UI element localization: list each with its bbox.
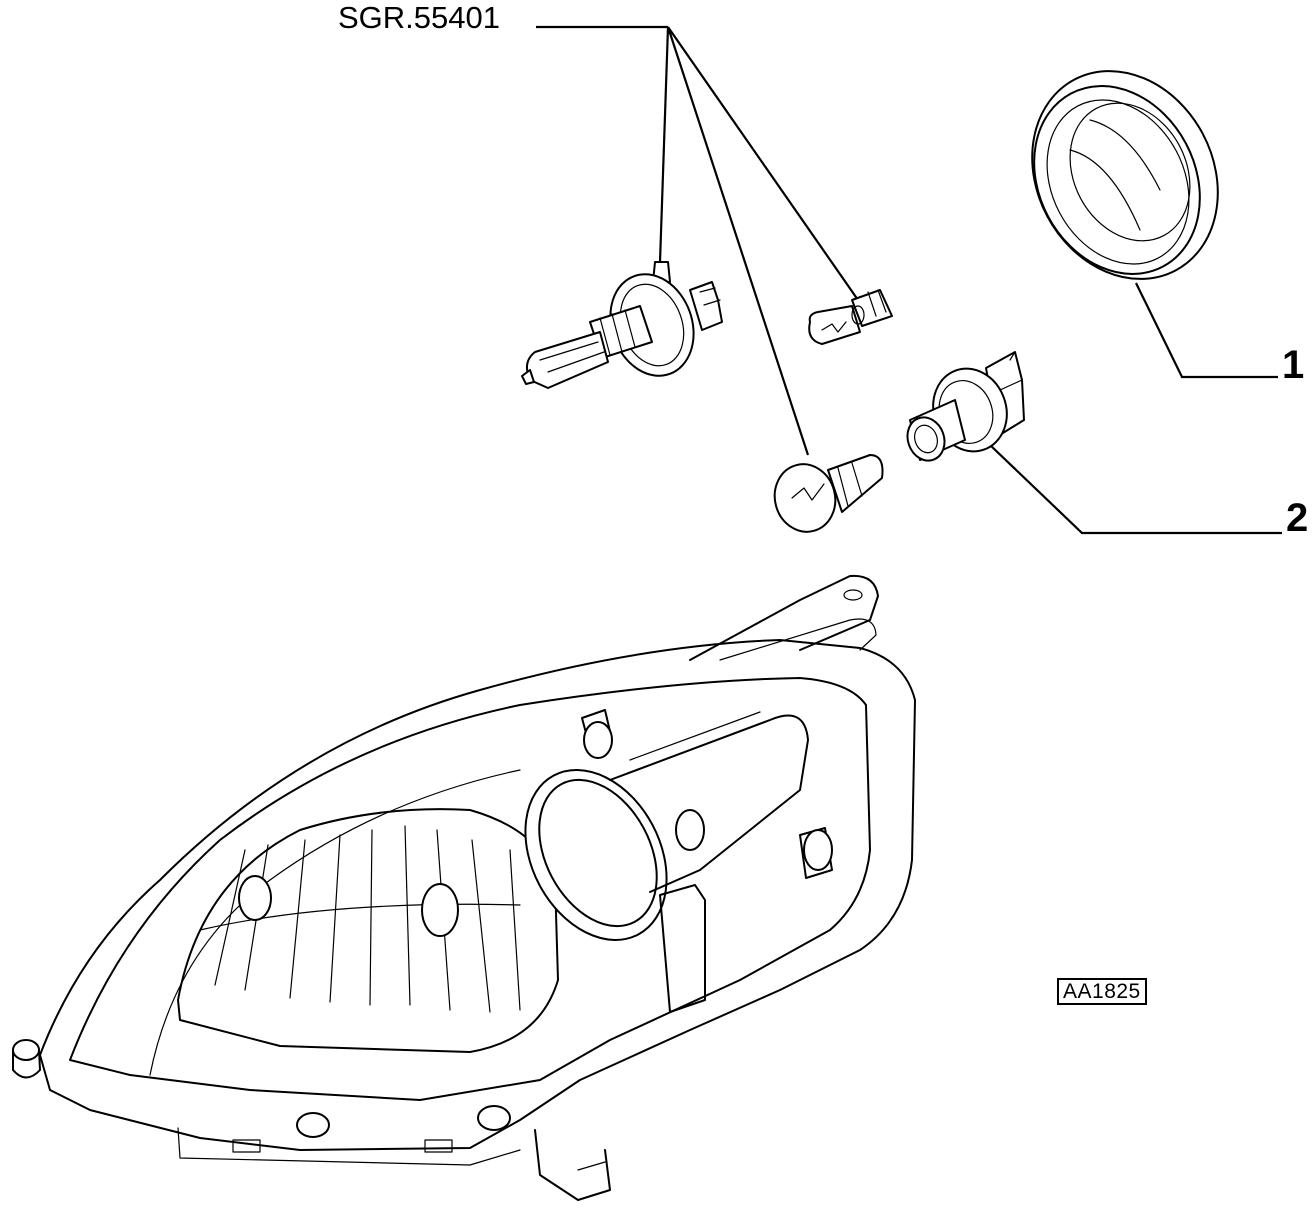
bulb-holder-icon (906, 351, 1025, 462)
leader-lines (536, 25, 1282, 535)
headlamp-assembly-icon (12, 574, 916, 1201)
drawing-reference: AA1825 (1057, 978, 1147, 1005)
part-2-leader (989, 444, 1282, 535)
sgr-leader (536, 25, 859, 456)
ball-bulb-icon (773, 454, 884, 533)
part-number-1: 1 (1282, 343, 1305, 387)
group-code-label: SGR.55401 (338, 0, 500, 35)
wedge-bulb-icon (808, 289, 893, 345)
lamp-cover-icon (1031, 70, 1219, 280)
halogen-bulb-icon (521, 261, 723, 389)
part-number-2: 2 (1286, 496, 1309, 540)
part-1-leader (1135, 282, 1278, 379)
